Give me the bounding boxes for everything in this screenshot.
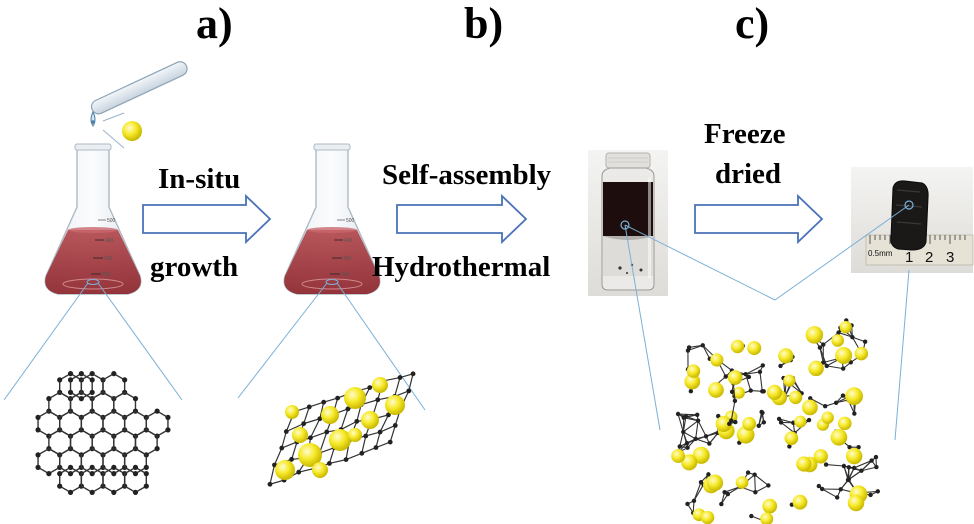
step-label-selfassembly: Self-assembly (382, 159, 552, 191)
step-label-hydrothermal: Hydrothermal (372, 251, 550, 283)
nanoparticle-icon (122, 121, 142, 141)
flask-1-mark-200: 200 (102, 272, 111, 278)
3d-aerogel-network (671, 318, 881, 524)
aerogel-ruler-photo: 0.5mm 1 2 3 (851, 167, 974, 273)
dropper-tube (90, 61, 188, 149)
flask-1-mark-300: 300 (104, 256, 113, 262)
panel-label-a: a) (196, 0, 233, 48)
ruler-number-2: 2 (925, 249, 933, 266)
zoom-lines-2 (237, 282, 426, 411)
flask-2-mark-500: 500 (346, 218, 355, 224)
hydrogel-vial-photo (588, 150, 668, 296)
arrow-selfassembly-icon (396, 193, 528, 245)
flask-1-mark-500: 500 (107, 218, 116, 224)
panel-label-c: c) (735, 0, 769, 48)
arrow-freeze-dried-icon (694, 193, 824, 245)
flask-1: 500 400 300 200 (44, 143, 142, 295)
flask-2: 500 400 300 200 (283, 143, 381, 295)
flask-1-mark-400: 400 (105, 238, 114, 244)
nanoparticle-decorated-graphene (267, 371, 416, 487)
ruler-unit-label: 0.5mm (868, 249, 893, 258)
step-label-insitu: In-situ (158, 163, 240, 195)
zoom-lines-3 (624, 204, 910, 441)
step-label-growth: growth (150, 251, 238, 283)
ruler-number-3: 3 (946, 249, 954, 266)
ruler-number-1: 1 (905, 249, 913, 266)
panel-label-b: b) (464, 0, 503, 48)
flask-2-mark-300: 300 (343, 256, 352, 262)
zoom-lines-1 (3, 282, 183, 401)
graphene-lattice (35, 371, 171, 495)
flask-2-mark-400: 400 (344, 238, 353, 244)
step-label-freeze: Freeze (704, 118, 786, 150)
flask-2-mark-200: 200 (341, 272, 350, 278)
step-label-dried: dried (715, 158, 781, 190)
arrow-insitu-icon (142, 193, 272, 245)
